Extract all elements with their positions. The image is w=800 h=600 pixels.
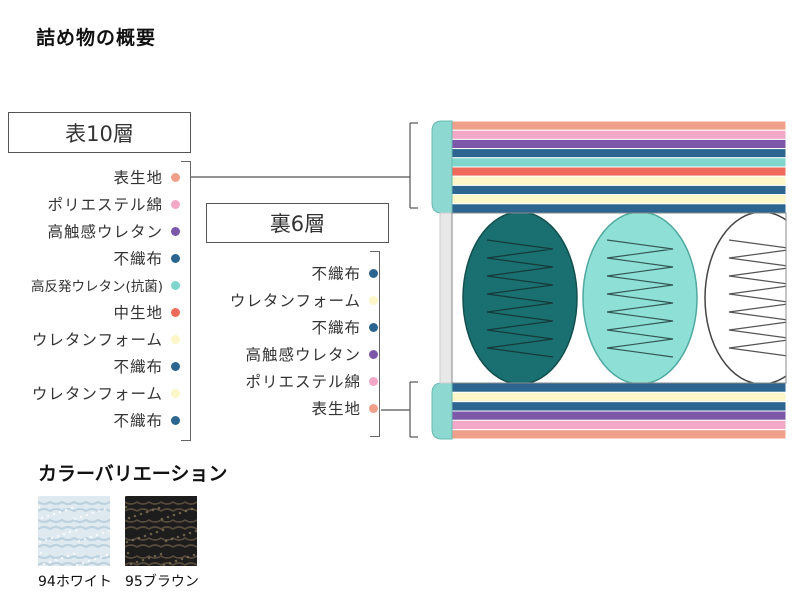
top-layer-stripe: [451, 166, 787, 177]
color-dot-icon: [171, 226, 180, 236]
legend-item: 高触感ウレタン: [245, 342, 378, 366]
legend-item: 不織布: [311, 315, 378, 339]
legend-item-label: 不織布: [113, 250, 163, 268]
top-layer-stripe: [451, 184, 787, 196]
legend-item-label: ポリエステル綿: [47, 196, 163, 214]
legend-item: ウレタンフォーム: [32, 327, 180, 351]
pocket-coil-outline: [704, 213, 786, 383]
legend-item-label: ウレタンフォーム: [31, 331, 163, 349]
top-edge-cap: [431, 120, 453, 214]
legend-item-label: 表生地: [113, 169, 163, 187]
top-layer-stripe: [451, 120, 787, 131]
top-layer-stripe: [451, 148, 787, 159]
color-dot-icon: [171, 361, 180, 371]
swatch-brown-label: 95ブラウン: [125, 574, 199, 590]
color-dot-icon: [171, 280, 180, 290]
top-layer-stripe: [451, 129, 787, 140]
legend-item: 不織布: [113, 408, 180, 432]
legend-item-label: 高反発ウレタン(抗菌): [30, 279, 163, 295]
bottom-layer-stripe: [451, 401, 787, 412]
side-frame: [439, 212, 453, 384]
swatch-white-label: 94ホワイト: [38, 574, 112, 590]
legend-item: ポリエステル綿: [245, 369, 378, 393]
mattress-cross-section: [191, 120, 787, 440]
legend-item: 高反発ウレタン(抗菌): [31, 273, 180, 297]
top-layer-stripe: [451, 194, 787, 205]
legend-item: 不織布: [113, 354, 180, 378]
top-legend-bracket: [181, 161, 191, 441]
bottom-layer-stripe: [451, 391, 787, 403]
legend-item: ウレタンフォーム: [230, 288, 378, 312]
legend-item-label: ポリエステル綿: [245, 373, 361, 391]
bottom-layers-heading: 裏6層: [206, 203, 389, 243]
legend-item-label: 高触感ウレタン: [245, 346, 361, 364]
legend-item: 表生地: [311, 396, 378, 420]
top-layer-stripe: [451, 138, 787, 150]
bottom-legend-bracket: [370, 251, 380, 437]
page-title: 詰め物の概要: [36, 27, 157, 49]
color-dot-icon: [369, 295, 378, 305]
swatch-white: [36, 494, 123, 567]
top-layers-legend: 表生地ポリエステル綿高触感ウレタン不織布高反発ウレタン(抗菌)中生地ウレタンフォ…: [0, 165, 180, 435]
swatch-brown: [123, 494, 210, 567]
top-layer-stripe: [451, 203, 787, 214]
color-variation-heading: カラーバリエーション: [38, 463, 228, 485]
bottom-layers-legend: 不織布ウレタンフォーム不織布高触感ウレタンポリエステル綿表生地: [0, 261, 378, 423]
color-dot-icon: [171, 415, 180, 425]
legend-item: 不織布: [113, 246, 180, 270]
legend-item-label: 表生地: [311, 400, 361, 418]
coil-zigzag: [728, 239, 786, 357]
color-dot-icon: [369, 403, 378, 413]
bottom-layer-stripe: [451, 419, 787, 431]
color-dot-icon: [171, 253, 180, 263]
color-dot-icon: [171, 388, 180, 398]
legend-item-label: 不織布: [113, 412, 163, 430]
color-dot-icon: [171, 334, 180, 344]
bottom-layer-stripe: [451, 410, 787, 421]
bottom-layer-stripe: [451, 382, 787, 393]
legend-item-label: 不織布: [311, 319, 361, 337]
color-dot-icon: [171, 307, 180, 317]
color-dot-icon: [369, 376, 378, 386]
legend-item-label: ウレタンフォーム: [31, 385, 163, 403]
bottom-layer-stripe: [451, 429, 787, 440]
color-dot-icon: [369, 349, 378, 359]
color-dot-icon: [171, 199, 180, 209]
legend-item: 表生地: [113, 165, 180, 189]
legend-item-label: 不織布: [311, 265, 361, 283]
legend-item: ポリエステル綿: [47, 192, 180, 216]
legend-item-label: 高触感ウレタン: [47, 223, 163, 241]
legend-item-label: 不織布: [113, 358, 163, 376]
coil-zigzag: [486, 239, 554, 358]
legend-item-label: ウレタンフォーム: [229, 292, 361, 310]
legend-item: 中生地: [113, 300, 180, 324]
legend-item-label: 中生地: [113, 304, 163, 322]
legend-item: 高触感ウレタン: [47, 219, 180, 243]
legend-item: 不織布: [311, 261, 378, 285]
color-dot-icon: [171, 172, 180, 182]
legend-item: ウレタンフォーム: [32, 381, 180, 405]
color-dot-icon: [369, 268, 378, 278]
bottom-edge-cap: [431, 382, 453, 440]
top-layer-stripe: [451, 175, 787, 186]
color-dot-icon: [369, 322, 378, 332]
top-layers-heading: 表10層: [8, 112, 191, 153]
coil-zigzag: [606, 239, 674, 358]
top-layer-stripe: [451, 157, 787, 168]
